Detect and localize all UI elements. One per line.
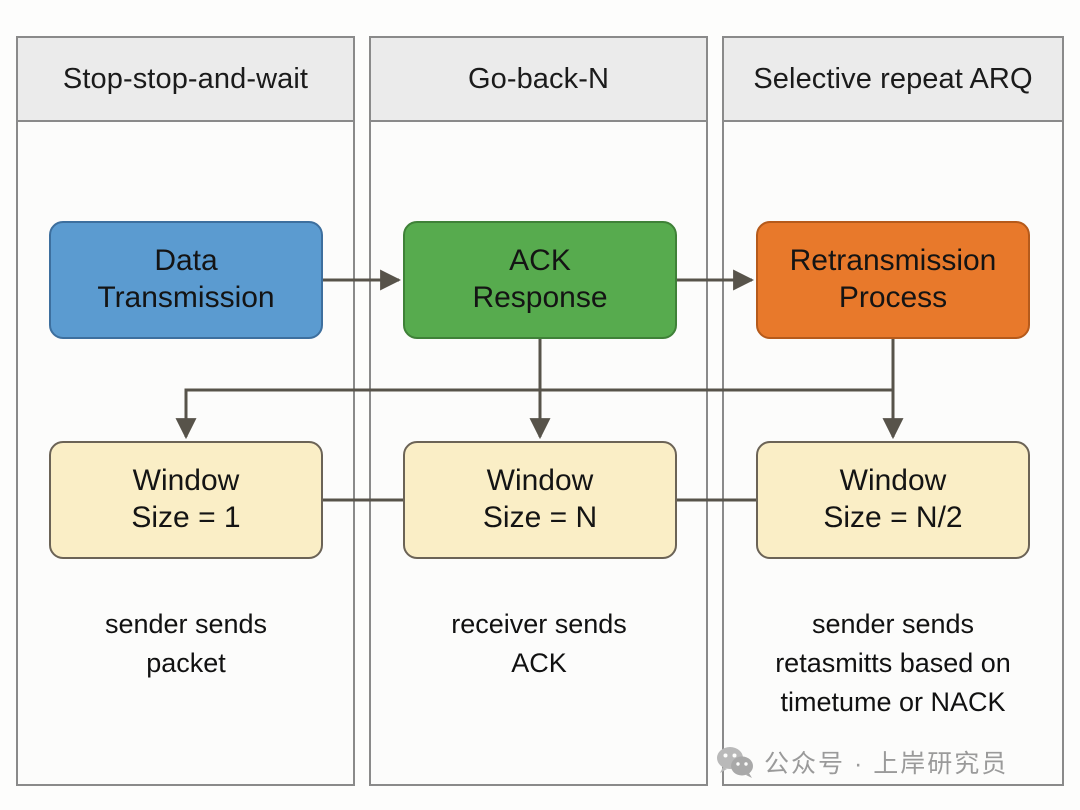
node-line-2: Transmission [97, 281, 275, 314]
caption-go-back-n: receiver sends ACK [383, 605, 695, 683]
node-line-1: Window [839, 464, 947, 498]
node-line-1: Window [132, 464, 240, 498]
wechat-icon [717, 747, 753, 778]
node-window-size-1[interactable]: Window Size = 1 [49, 441, 323, 559]
watermark: 公众号 · 上岸研究员 [716, 744, 1008, 780]
caption-line: ACK [511, 648, 567, 679]
column-header-stop-and-wait: Stop-stop-and-wait [18, 38, 353, 122]
caption-line: retasmitts based on [775, 648, 1011, 679]
node-line-1: Retransmission [789, 244, 997, 278]
caption-line: sender sends [104, 609, 268, 639]
node-ack-response[interactable]: ACK Response [403, 221, 677, 339]
node-window-size-n-half[interactable]: Window Size = N/2 [756, 441, 1030, 559]
column-header-label: Go-back-N [467, 62, 610, 95]
node-line-1: ACK [509, 244, 571, 278]
node-line-2: Response [472, 281, 608, 314]
node-line-2: Process [838, 281, 948, 314]
node-line-2: Size = N [482, 501, 598, 534]
node-line-1: Window [486, 464, 594, 498]
column-header-label: Stop-stop-and-wait [62, 62, 309, 95]
caption-line: sender sends [811, 609, 975, 639]
node-line-2: Size = N/2 [823, 501, 963, 534]
caption-line: packet [146, 648, 226, 679]
column-header-label: Selective repeat ARQ [753, 62, 1033, 95]
caption-line: receiver sends [451, 609, 627, 639]
node-data-transmission[interactable]: Data Transmission [49, 221, 323, 339]
node-window-size-n[interactable]: Window Size = N [403, 441, 677, 559]
caption-selective-repeat: sender sends retasmitts based on timetum… [730, 605, 1056, 722]
column-header-selective-repeat: Selective repeat ARQ [724, 38, 1062, 122]
column-header-go-back-n: Go-back-N [371, 38, 706, 122]
node-retransmission-process[interactable]: Retransmission Process [756, 221, 1030, 339]
caption-line: timetume or NACK [780, 687, 1006, 718]
watermark-label: 公众号 · 上岸研究员 [764, 750, 1009, 778]
node-line-1: Data [154, 244, 218, 278]
node-line-2: Size = 1 [131, 501, 241, 534]
caption-stop-and-wait: sender sends packet [30, 605, 342, 683]
